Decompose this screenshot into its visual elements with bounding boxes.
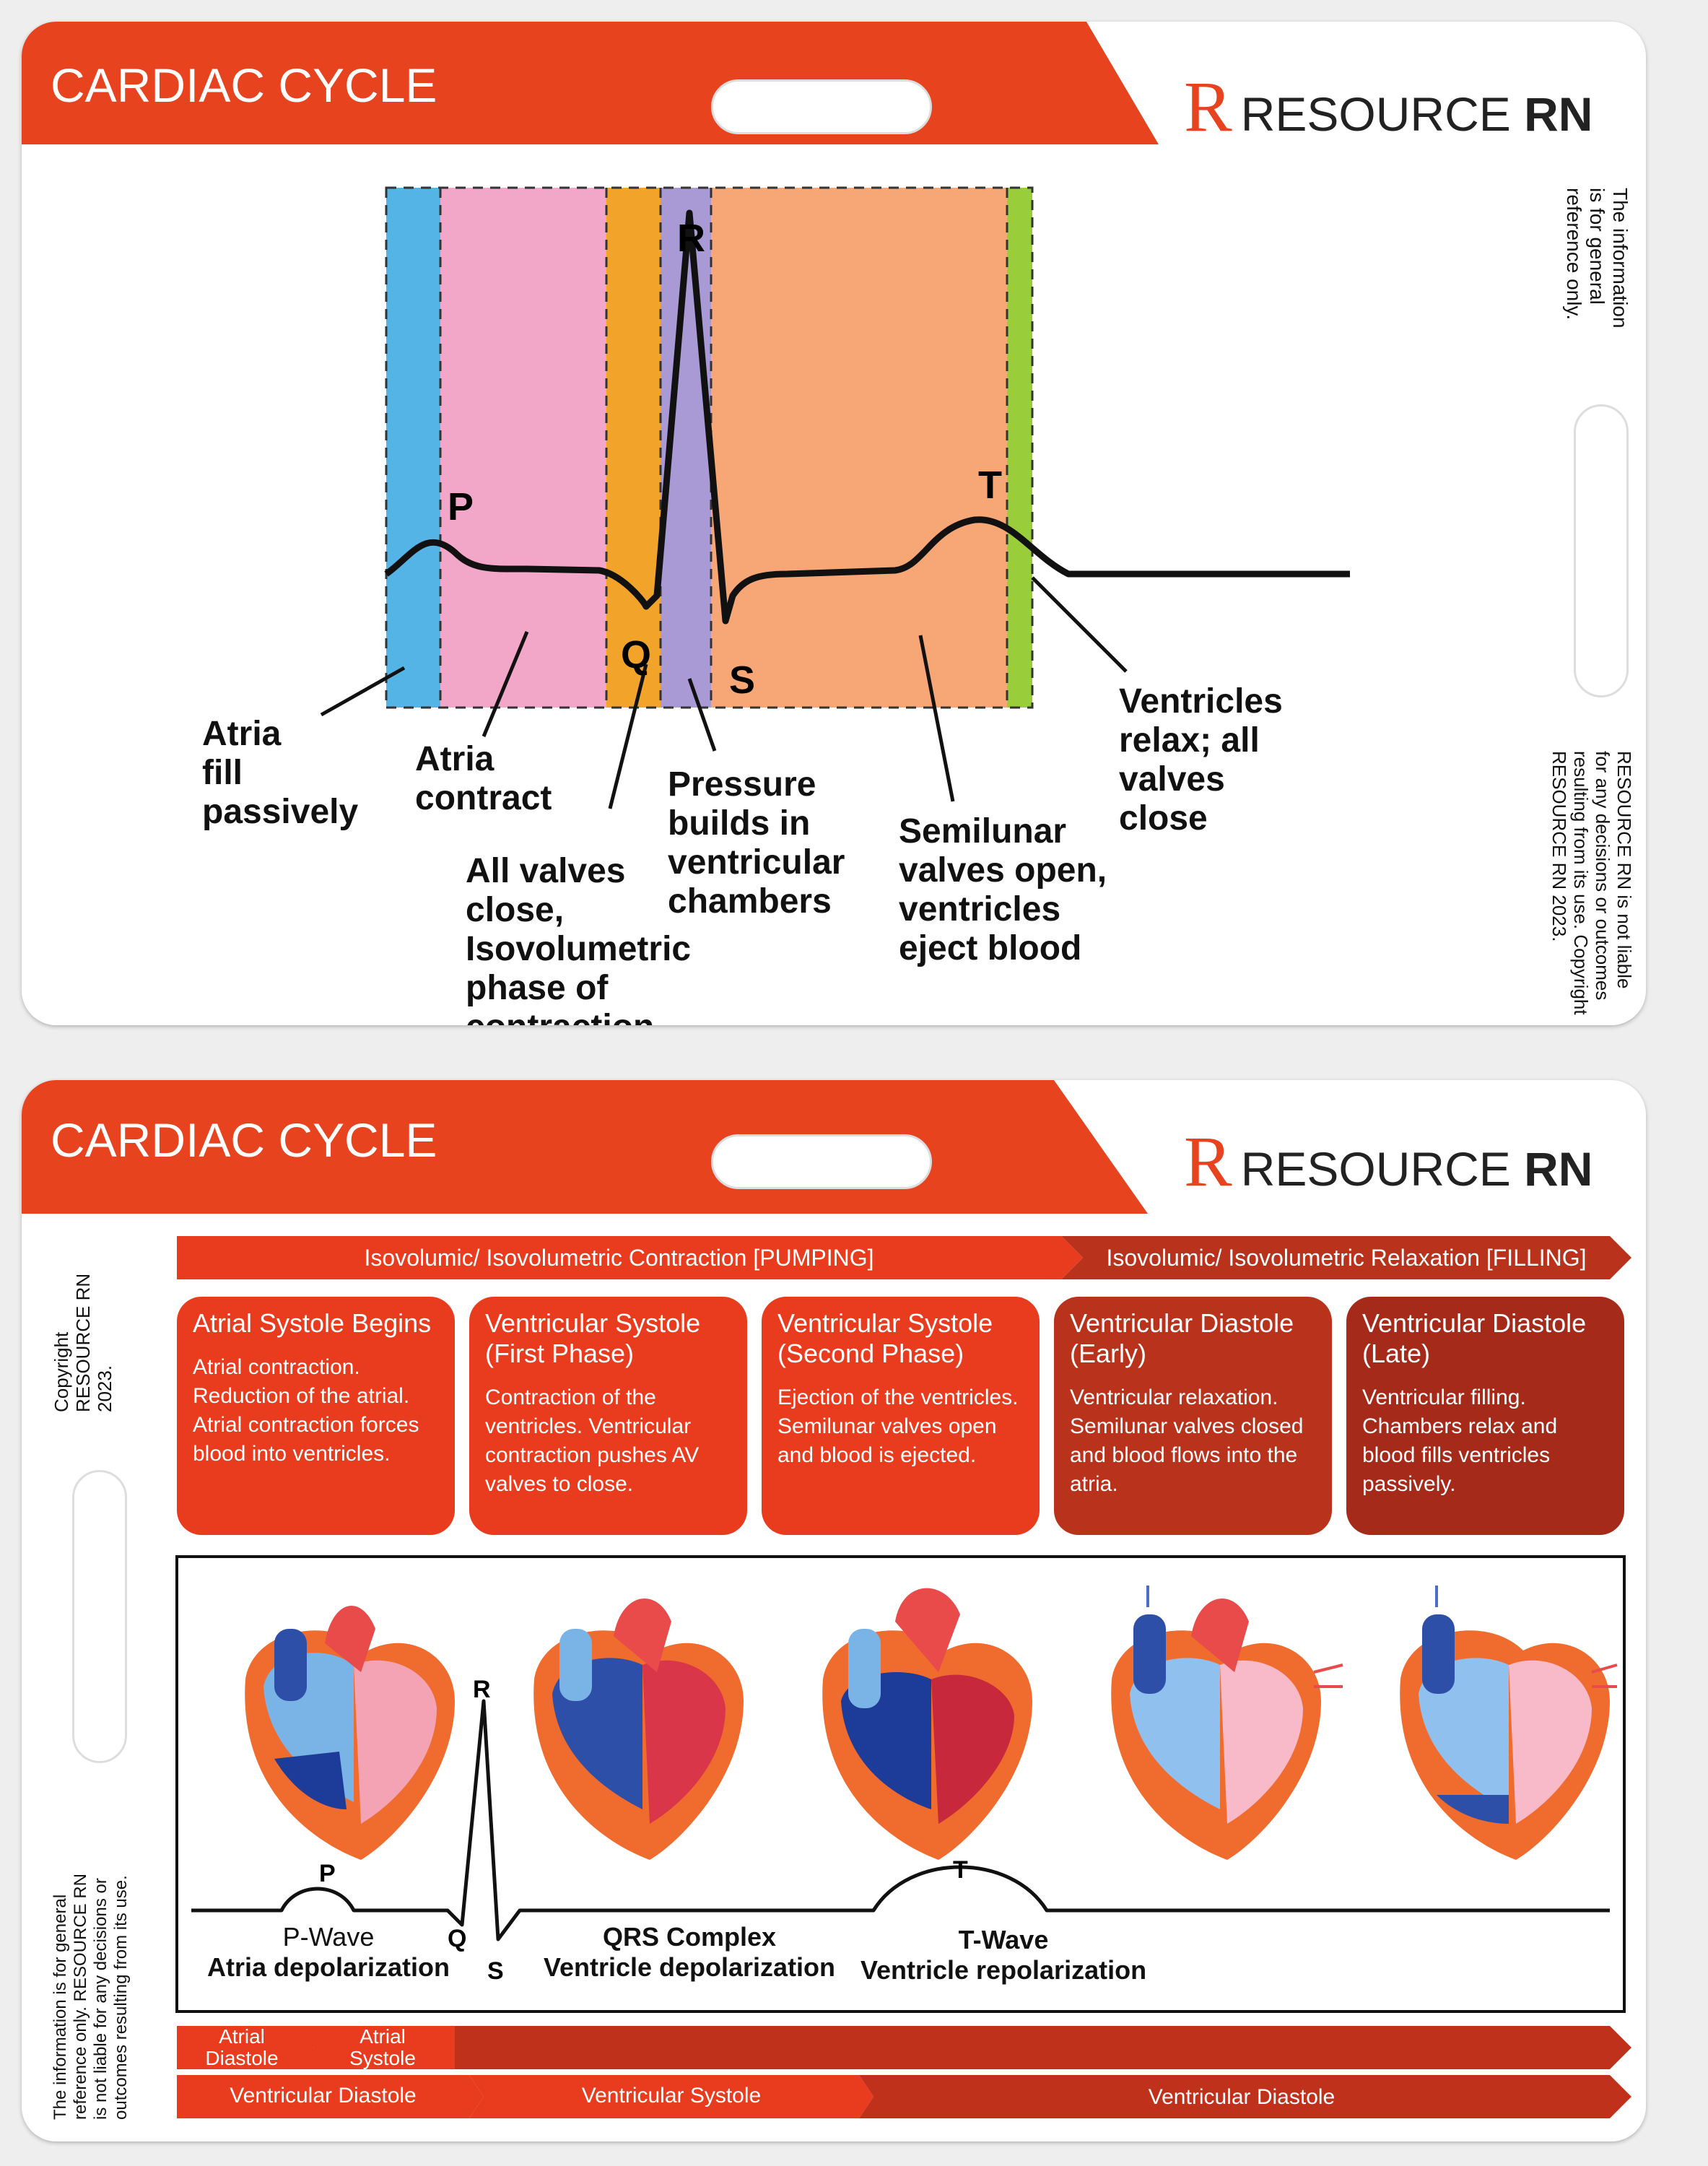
timeline-vent-diastole-2: Ventricular Diastole xyxy=(1148,2085,1336,2109)
phase-card-2: Ventricular Systole (First Phase) Contra… xyxy=(469,1297,747,1535)
lanyard-slot xyxy=(711,1134,932,1189)
ecg-waveform-small xyxy=(191,1699,1610,1941)
phase-card-4: Ventricular Diastole (Early) Ventricular… xyxy=(1054,1297,1332,1535)
band-atria-contract xyxy=(440,188,606,708)
phase-card-1: Atrial Systole Begins Atrial contraction… xyxy=(177,1297,455,1535)
card-title: CARDIAC CYCLE xyxy=(51,58,437,112)
wave-s-label: S xyxy=(729,658,755,702)
timeline-bars xyxy=(177,2026,1631,2118)
disclaimer-bottom: RESOURCE RN is not liable for any decisi… xyxy=(1548,751,1635,1015)
ecg-p-label: P xyxy=(319,1860,336,1887)
banner-relaxation: Isovolumic/ Isovolumetric Relaxation [FI… xyxy=(1106,1245,1587,1271)
copyright-text: Copyright RESOURCE RN 2023. xyxy=(51,1273,116,1412)
brand-r-icon: R xyxy=(1184,1121,1232,1201)
heart-icon-3 xyxy=(822,1588,1032,1860)
disclaimer-top: The information is for general reference… xyxy=(1563,188,1631,329)
brand-suffix: RN xyxy=(1524,1142,1593,1196)
brand-prefix: RESOURCE xyxy=(1240,1142,1511,1196)
heart-icon-1 xyxy=(245,1605,455,1860)
lanyard-slot xyxy=(711,79,932,134)
ecg-t-label: T xyxy=(953,1856,968,1884)
ecg-q-label: Q xyxy=(448,1925,466,1952)
band-ejection xyxy=(711,188,1007,708)
side-slot xyxy=(1574,404,1629,697)
band-atria-fill xyxy=(386,188,440,708)
timeline-vent-diastole-1: Ventricular Diastole xyxy=(230,2084,417,2108)
phase-card-3: Ventricular Systole (Second Phase) Eject… xyxy=(762,1297,1040,1535)
brand-r-icon: R xyxy=(1184,66,1232,147)
ecg-s-label: S xyxy=(487,1957,504,1985)
timeline-vent-systole: Ventricular Systole xyxy=(581,2084,762,2108)
wave-r-label: R xyxy=(677,217,705,260)
wave-q-label: Q xyxy=(621,633,651,677)
ecg-waveform xyxy=(384,209,1350,625)
band-isovolumetric xyxy=(606,188,661,708)
heart-icon-2 xyxy=(533,1598,744,1860)
banner-contraction: Isovolumic/ Isovolumetric Contraction [P… xyxy=(364,1245,874,1271)
side-slot xyxy=(72,1470,127,1763)
heart-icon-5 xyxy=(1400,1586,1618,1860)
disclaimer-text: The information is for general reference… xyxy=(51,1874,131,2120)
phase-card-5: Ventricular Diastole (Late) Ventricular … xyxy=(1346,1297,1624,1535)
brand-prefix: RESOURCE xyxy=(1240,87,1511,141)
heart-ecg-panel: P R Q S T xyxy=(175,1555,1626,2013)
brand-suffix: RN xyxy=(1524,87,1593,141)
ecg-r-label: R xyxy=(473,1676,491,1703)
wave-t-label: T xyxy=(978,464,1002,507)
band-relax xyxy=(1007,188,1032,708)
card-title: CARDIAC CYCLE xyxy=(51,1113,437,1167)
phase-banner xyxy=(177,1236,1631,1279)
ecg-diagram: P R Q S T xyxy=(320,186,1350,809)
wave-p-label: P xyxy=(448,485,474,529)
heart-icon-4 xyxy=(1111,1586,1343,1860)
